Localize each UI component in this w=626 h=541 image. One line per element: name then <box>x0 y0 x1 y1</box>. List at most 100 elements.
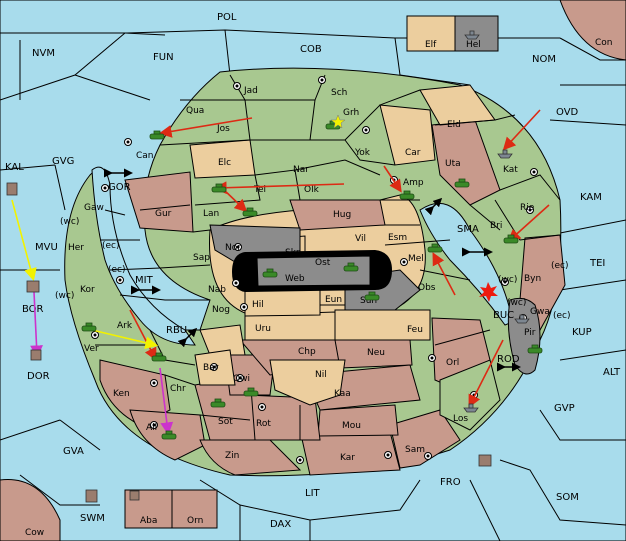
brown-fleet-units <box>6 182 492 503</box>
sea-label: BUC <box>493 310 514 321</box>
coast-marker: (wc) <box>60 217 79 227</box>
province-label: Can <box>136 151 154 161</box>
sea-label: SOM <box>556 492 579 503</box>
province-label: Nab <box>208 285 226 295</box>
province-label: Amp <box>403 178 424 188</box>
province-label: Orn <box>187 516 203 526</box>
coast-marker: (ec) <box>551 261 569 271</box>
province-label: Web <box>285 274 305 284</box>
province-label: All <box>146 423 157 433</box>
province-label: Kaa <box>334 389 351 399</box>
province-labels: Elf Hel Con Jad Sch Qua Grh Jos Can Eld … <box>22 38 613 538</box>
fleet-icon <box>463 403 479 413</box>
province-label: Hel <box>466 40 481 50</box>
province-zin[interactable] <box>199 439 302 476</box>
province-label: Gaw <box>84 203 104 213</box>
province-label: Sot <box>218 417 233 427</box>
province-label: MVU <box>35 242 58 253</box>
province-label: Nog <box>212 305 230 315</box>
coast-markers: (wc) (ec) (wc) (ec) (wc) (ec) (wc) (ec) <box>55 217 571 321</box>
province-label: Con <box>595 38 613 48</box>
coast-marker: (ec) <box>108 265 126 275</box>
province-label: Elc <box>218 158 231 168</box>
province-label: Neu <box>367 348 385 358</box>
province-sam[interactable] <box>389 409 461 469</box>
sea-labels: POL NVM FUN COB NOM OVD KAL GVG GOR MIT … <box>5 12 621 530</box>
province-label: Nor <box>225 243 241 253</box>
province-label: Grh <box>343 108 359 118</box>
army-icon <box>343 262 359 272</box>
sea-label: FUN <box>153 52 174 63</box>
fleet-icon <box>497 149 513 159</box>
dislodged-burst-icon <box>479 282 498 302</box>
province-label: Sap <box>193 253 210 263</box>
province-label: Esm <box>388 233 407 243</box>
army-icon <box>81 322 97 332</box>
province-label: Bar <box>203 363 219 373</box>
province-label: Uta <box>445 159 461 169</box>
army-icon <box>242 207 258 217</box>
fleet-icon <box>464 30 480 40</box>
province-label: Byn <box>524 274 541 284</box>
coast-marker: (ec) <box>102 241 120 251</box>
sea-label: FRO <box>440 477 461 488</box>
coast-marker: (wc) <box>507 298 526 308</box>
sea-label: GOR <box>108 182 131 193</box>
army-icon <box>210 398 226 408</box>
province-label: Ark <box>117 321 133 331</box>
province-pir[interactable] <box>507 297 541 375</box>
province-label: Jos <box>216 124 230 134</box>
province-elf[interactable] <box>406 15 456 52</box>
grey-fleet-units <box>463 30 530 413</box>
province-label: Orl <box>446 358 459 368</box>
sea-label: DAX <box>270 519 291 530</box>
province-label: Sam <box>405 445 425 455</box>
province-label: Qwi <box>233 374 250 384</box>
sea-label: POL <box>217 12 237 23</box>
province-label: Chr <box>170 384 186 394</box>
army-icon <box>454 178 470 188</box>
province-label: Lan <box>203 209 219 219</box>
army-icon <box>151 352 167 362</box>
province-nog[interactable] <box>199 324 246 356</box>
province-label: Ost <box>315 258 331 268</box>
province-orn[interactable] <box>171 489 218 529</box>
army-icon <box>527 344 543 354</box>
province-hel[interactable] <box>454 15 499 52</box>
army-icon <box>364 291 380 301</box>
sea-label: KAL <box>5 162 24 173</box>
supply-centers <box>91 76 538 464</box>
province-label: Olk <box>304 185 320 195</box>
province-label: Nil <box>315 370 327 380</box>
province-label: Uru <box>255 324 271 334</box>
province-label: Kar <box>340 453 355 463</box>
province-cow[interactable] <box>0 479 61 541</box>
army-icon <box>149 130 165 140</box>
province-label: Tel <box>253 185 266 195</box>
province-label: Cow <box>25 528 44 538</box>
province-label: Bri <box>490 221 502 231</box>
province-label: Aba <box>140 516 157 526</box>
passage-arrows <box>104 168 521 372</box>
province-label: Hug <box>333 210 351 220</box>
province-label: Feu <box>407 325 423 335</box>
province-web[interactable] <box>256 255 371 287</box>
sea-label: GVP <box>554 403 575 414</box>
province-feu[interactable] <box>334 309 431 341</box>
province-label: Elf <box>425 40 437 50</box>
army-icon <box>211 183 227 193</box>
province-label: Jad <box>243 86 258 96</box>
province-label: Qua <box>186 106 204 116</box>
province-label: Gwa <box>530 307 550 317</box>
province-nil[interactable] <box>269 359 346 406</box>
army-icon <box>243 387 259 397</box>
province-label: Her <box>68 243 84 253</box>
province-label: Kor <box>80 285 95 295</box>
coast-marker: (wc) <box>55 291 74 301</box>
province-car[interactable] <box>379 104 436 166</box>
sea-label: RBU <box>166 325 187 336</box>
sea-label: GVG <box>52 156 74 167</box>
sea-label: NOM <box>532 54 556 65</box>
province-label: Rot <box>256 419 271 429</box>
